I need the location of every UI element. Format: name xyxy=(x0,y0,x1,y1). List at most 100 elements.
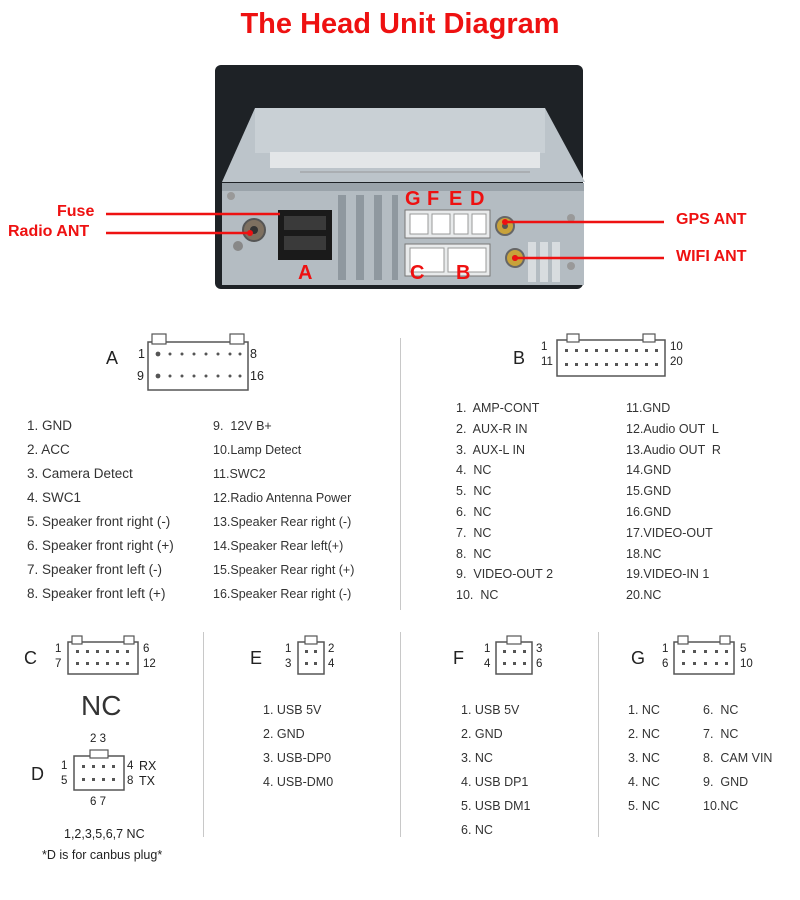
connector-g-pin-5: 5 xyxy=(740,643,747,655)
connector-a-pin-8: 8 xyxy=(250,347,257,361)
connector-a-list-right: 9. 12V B+ 10.Lamp Detect 11.SWC2 12.Radi… xyxy=(213,414,354,606)
connector-c-pin-7: 7 xyxy=(55,658,62,670)
connector-b-letter: B xyxy=(513,348,526,368)
list-item: 6. NC xyxy=(456,504,492,519)
connector-f-pin-4: 4 xyxy=(484,658,491,670)
page-title: The Head Unit Diagram xyxy=(240,8,560,40)
list-item: 12.Audio OUT L xyxy=(626,421,719,436)
list-item: 3. NC xyxy=(628,751,660,765)
list-item: 3. USB-DP0 xyxy=(263,751,332,765)
list-item: 10. NC xyxy=(456,588,499,603)
list-item: 3. Camera Detect xyxy=(27,466,133,481)
list-item: 2. ACC xyxy=(27,442,70,457)
list-item: 4. SWC1 xyxy=(27,490,82,505)
divider-ef xyxy=(400,632,401,837)
connector-d-pin-5: 5 xyxy=(61,775,68,787)
connector-c-pin-6: 6 xyxy=(143,643,150,655)
list-item: 2. AUX-R IN xyxy=(456,421,528,436)
list-item: 2. NC xyxy=(628,727,660,741)
list-item: 14.Speaker Rear left(+) xyxy=(213,539,344,553)
connector-c-pin-1: 1 xyxy=(55,643,62,655)
divider-ab xyxy=(400,338,401,610)
connector-a-list-left: 1. GND 2. ACC 3. Camera Detect 4. SWC1 5… xyxy=(27,414,174,606)
list-item: 15.GND xyxy=(626,484,672,499)
connector-f-plug xyxy=(495,635,533,675)
connector-c-nc-label: NC xyxy=(81,690,122,721)
connector-e-plug xyxy=(297,635,325,675)
list-item: 4. NC xyxy=(456,463,492,478)
connector-b-list-left: 1. AMP-CONT 2. AUX-R IN 3. AUX-L IN 4. N… xyxy=(456,398,553,606)
connector-g-letter: G xyxy=(631,648,646,668)
connector-d-rx-label: RX xyxy=(139,759,157,773)
connector-f-pin-1: 1 xyxy=(484,643,491,655)
hu-letter-g: G xyxy=(405,188,421,210)
list-item: 1. GND xyxy=(27,418,73,433)
list-item: 1. NC xyxy=(628,703,660,717)
list-item: 10.NC xyxy=(703,799,739,813)
list-item: 13.Audio OUT R xyxy=(626,442,721,457)
connector-b-pin-11: 11 xyxy=(541,356,553,368)
gps-ant-label: GPS ANT xyxy=(676,211,747,228)
head-unit-illustration xyxy=(106,65,664,289)
connector-a-plug xyxy=(147,333,249,391)
wifi-ant-label: WIFI ANT xyxy=(676,248,747,265)
connector-g-pin-1: 1 xyxy=(662,643,669,655)
hu-letter-b: B xyxy=(456,262,471,284)
list-item: 19.VIDEO-IN 1 xyxy=(626,567,710,582)
connector-b-pin-1: 1 xyxy=(541,341,548,353)
hu-letter-c: C xyxy=(410,262,425,284)
divider-ce xyxy=(203,632,204,837)
connector-f-letter: F xyxy=(453,648,464,668)
list-item: 1. AMP-CONT xyxy=(456,401,540,415)
connector-d-pin-4: 4 xyxy=(127,760,134,772)
connector-e-letter: E xyxy=(250,648,263,668)
connector-e-pin-4: 4 xyxy=(328,658,335,670)
connector-g-list-right: 6. NC 7. NC 8. CAM VIN 9. GND 10.NC xyxy=(703,698,772,818)
connector-d-pin-1: 1 xyxy=(61,760,68,772)
connector-d-plug xyxy=(73,749,125,791)
connector-c-letter: C xyxy=(24,648,37,668)
connector-g-list-left: 1. NC 2. NC 3. NC 4. NC 5. NC xyxy=(628,698,660,818)
list-item: 6. NC xyxy=(461,823,493,837)
list-item: 17.VIDEO-OUT xyxy=(626,525,713,540)
list-item: 1. USB 5V xyxy=(461,703,520,717)
list-item: 14.GND xyxy=(626,463,672,478)
divider-fg xyxy=(598,632,599,837)
list-item: 5. NC xyxy=(456,484,492,499)
connector-b-plug xyxy=(556,333,666,377)
connector-a-letter: A xyxy=(106,348,119,368)
list-item: 5. Speaker front right (-) xyxy=(27,514,171,529)
connector-d-pin-8: 8 xyxy=(127,775,134,787)
connector-f-list: 1. USB 5V 2. GND 3. NC 4. USB DP1 5. USB… xyxy=(461,698,530,842)
list-item: 5. USB DM1 xyxy=(461,799,531,813)
connector-d-pin-bottom: 6 7 xyxy=(90,796,106,808)
radio-ant-label: Radio ANT xyxy=(8,223,90,240)
connector-c-plug xyxy=(67,635,139,675)
hu-letter-a: A xyxy=(298,262,313,284)
connector-g-plug xyxy=(673,635,735,675)
connector-d-pin-top: 2 3 xyxy=(90,733,106,745)
list-item: 12.Radio Antenna Power xyxy=(213,491,352,505)
list-item: 6. NC xyxy=(703,703,739,717)
list-item: 8. Speaker front left (+) xyxy=(27,586,166,601)
list-item: 1. USB 5V xyxy=(263,703,322,717)
list-item: 7. NC xyxy=(703,727,739,741)
list-item: 5. NC xyxy=(628,799,660,813)
list-item: 2. GND xyxy=(461,727,503,741)
connector-a-pin-1: 1 xyxy=(138,347,145,361)
list-item: 16.GND xyxy=(626,504,672,519)
list-item: 9. GND xyxy=(703,775,749,789)
list-item: 4. USB DP1 xyxy=(461,775,529,789)
list-item: 7. NC xyxy=(456,525,492,540)
connector-a-pin-9: 9 xyxy=(137,369,144,383)
connector-d-letter: D xyxy=(31,764,44,784)
list-item: 15.Speaker Rear right (+) xyxy=(213,563,355,577)
connector-a-pin-16: 16 xyxy=(250,369,264,383)
list-item: 8. CAM VIN xyxy=(703,751,773,765)
list-item: 8. NC xyxy=(456,546,492,561)
connector-b-list-right: 11.GND 12.Audio OUT L 13.Audio OUT R 14.… xyxy=(626,398,721,606)
connector-e-list: 1. USB 5V 2. GND 3. USB-DP0 4. USB-DM0 xyxy=(263,698,333,794)
connector-b-pin-20: 20 xyxy=(670,356,683,368)
list-item: 11.SWC2 xyxy=(213,467,266,481)
list-item: 10.Lamp Detect xyxy=(213,443,302,457)
